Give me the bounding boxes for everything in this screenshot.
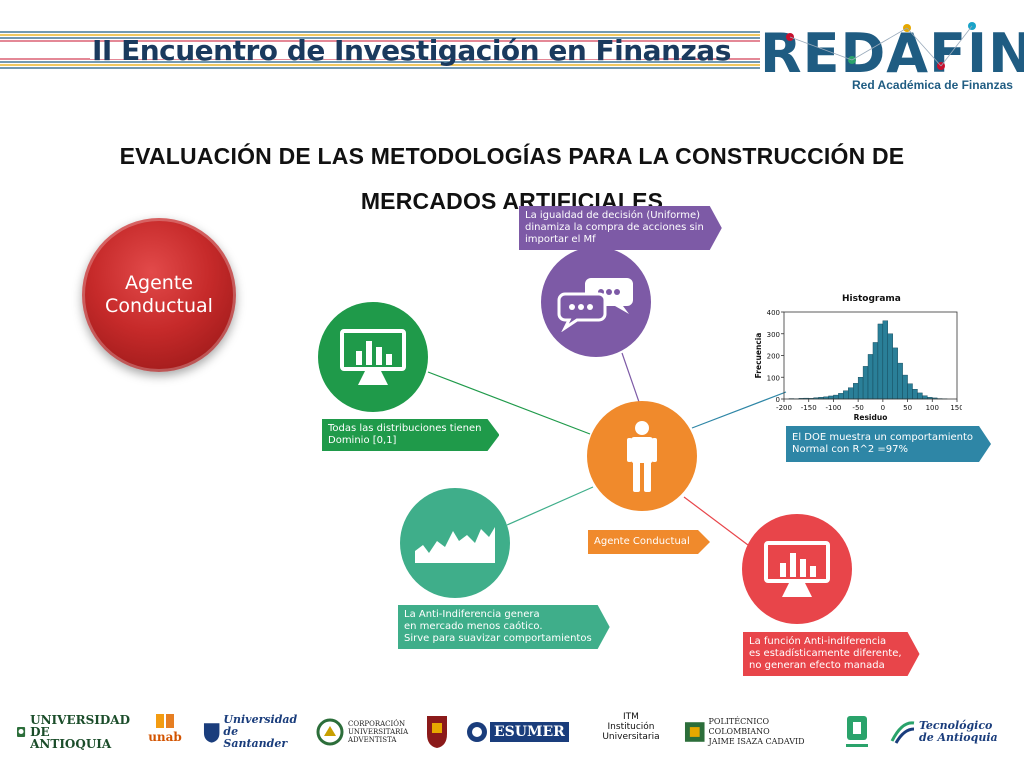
label-green-monitor: Todas las distribuciones tienen Dominio … <box>322 419 499 451</box>
histogram-bar <box>907 383 913 400</box>
x-tick-label: 150 <box>950 404 962 412</box>
footer-logo-text: CORPORACIÓN UNIVERSITARIA ADVENTISTA <box>348 720 409 744</box>
person-icon <box>627 421 657 492</box>
header-decor-lines <box>0 31 760 69</box>
redafin-subtitle: Red Académica de Finanzas <box>852 78 1013 92</box>
itm-logo: ITM Institución Universitaria <box>596 712 666 752</box>
node-teal-area <box>400 488 510 598</box>
area-chart-icon <box>415 527 495 563</box>
label-histogram: El DOE muestra un comportamiento Normal … <box>786 426 991 462</box>
histogram-bar <box>857 377 864 400</box>
x-tick-label: -100 <box>825 404 841 412</box>
footer-logo-text: Tecnológico de Antioquia <box>919 719 998 744</box>
x-tick-label: 100 <box>926 404 939 412</box>
histogram-bar <box>838 393 844 400</box>
histogram-bar <box>862 366 869 400</box>
label-red-monitor: La función Anti-indiferencia es estadíst… <box>743 632 920 676</box>
y-tick-label: 0 <box>776 396 780 404</box>
node-green-monitor <box>318 302 428 412</box>
slide-title-line1: EVALUACIÓN DE LAS METODOLOGÍAS PARA LA C… <box>119 143 905 169</box>
agente-conductual-sphere: Agente Conductual <box>82 218 236 372</box>
corporacion-adventista-logo: CORPORACIÓN UNIVERSITARIA ADVENTISTA <box>316 712 416 752</box>
footer-logo-text: Universidad de Santander <box>223 713 298 750</box>
universidad-de-santander-logo: Universidad de Santander <box>203 712 303 752</box>
node-red-monitor <box>742 514 852 624</box>
santander-shield-icon <box>203 723 220 743</box>
histogram-bar <box>897 362 903 400</box>
shield-logo <box>426 712 450 752</box>
histogram-bar <box>848 387 854 400</box>
slide-title: EVALUACIÓN DE LAS METODOLOGÍAS PARA LA C… <box>40 134 984 224</box>
footer-logo-text: POLITÉCNICO COLOMBIANO JAIME ISAZA CADAV… <box>708 717 805 746</box>
node-purple-chat <box>541 247 651 357</box>
footer-logo-text: ESUMER <box>490 722 569 742</box>
politecnico-colombiano-logo: POLITÉCNICO COLOMBIANO JAIME ISAZA CADAV… <box>684 712 830 752</box>
universidad-del-quindio-logo <box>844 712 874 752</box>
histogram-chart: 0 100 200 300 400 -200 -150 -100 -50 0 50 100 150Res… <box>754 309 962 422</box>
histogram-bar <box>852 383 859 400</box>
histogram-bar <box>882 320 889 400</box>
histogram-bar <box>887 333 893 400</box>
y-tick-label: 300 <box>767 331 780 339</box>
footer-logo-text: unab <box>148 730 182 744</box>
histogram-bar <box>902 374 908 400</box>
y-axis-label: Frecuencia <box>754 333 763 379</box>
monitor-chart-icon <box>764 541 830 597</box>
y-tick-label: 400 <box>767 309 780 317</box>
slide-title-line2: MERCADOS ARTIFICIALES <box>360 188 664 214</box>
adventista-emblem-icon <box>316 718 344 746</box>
histogram-bar <box>828 395 834 400</box>
label-teal-area: La Anti-Indiferencia genera en mercado m… <box>398 605 610 649</box>
esumer-logo: ESUMER <box>466 712 578 752</box>
x-tick-label: 0 <box>881 404 885 412</box>
redafin-logo: REDAFIN <box>760 22 1024 85</box>
shield-emblem-icon <box>427 716 447 748</box>
histogram-title: Histograma <box>842 294 901 304</box>
unab-logo: unab <box>140 712 190 752</box>
event-title: II Encuentro de Investigación en Finanza… <box>92 34 731 67</box>
chat-bubbles-icon <box>557 278 633 332</box>
histogram-bar <box>892 347 898 400</box>
x-tick-label: -50 <box>852 404 863 412</box>
y-tick-label: 100 <box>767 374 780 382</box>
label-center-agent: Agente Conductual <box>588 530 710 554</box>
x-tick-label: -150 <box>801 404 817 412</box>
politecnico-emblem-icon <box>684 722 705 742</box>
histogram-bar <box>872 342 879 400</box>
footer-logo-text: UNIVERSIDAD DE ANTIOQUIA <box>30 713 130 751</box>
tecnologico-de-antioquia-logo: Tecnológico de Antioquia <box>890 712 1010 752</box>
histogram-bar <box>912 389 918 400</box>
esumer-emblem-icon <box>467 722 487 742</box>
x-tick-label: 50 <box>903 404 912 412</box>
tecnologico-emblem-icon <box>890 721 915 744</box>
x-axis-label: Residuo <box>854 413 888 422</box>
x-tick-label: -200 <box>776 404 792 412</box>
footer-logo-text: ITM Institución Universitaria <box>602 712 660 742</box>
histogram-bar <box>833 394 839 400</box>
antioquia-emblem-icon <box>17 726 26 738</box>
histogram-bar <box>843 390 849 400</box>
monitor-chart-icon <box>340 329 406 385</box>
histogram-bar <box>867 354 874 400</box>
unab-emblem-icon <box>156 714 174 728</box>
sphere-label: Agente Conductual <box>105 272 213 317</box>
quindio-emblem-icon <box>846 716 868 747</box>
node-center-agent <box>587 401 697 511</box>
label-purple-chat: La igualdad de decisión (Uniforme) dinam… <box>519 206 722 250</box>
histogram-bar <box>877 323 884 400</box>
histogram-bar <box>922 395 928 400</box>
redafin-logo-dots <box>786 22 976 70</box>
y-tick-label: 200 <box>767 353 780 361</box>
histogram-bar <box>917 392 923 400</box>
universidad-de-antioquia-logo: UNIVERSIDAD DE ANTIOQUIA <box>16 712 130 752</box>
